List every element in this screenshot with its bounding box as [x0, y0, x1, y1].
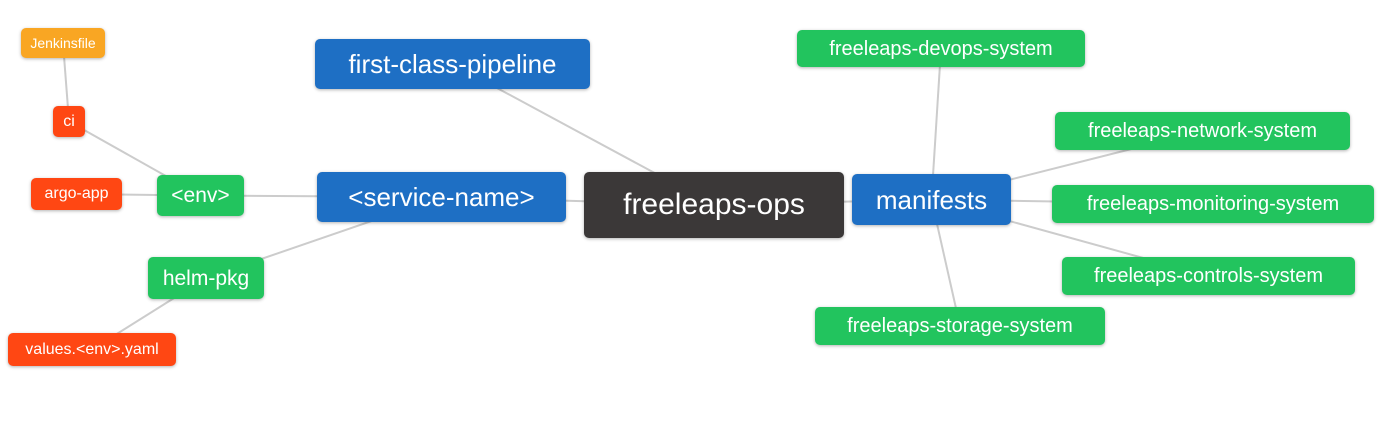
node-label: freeleaps-devops-system — [829, 37, 1053, 60]
node-label: freeleaps-controls-system — [1094, 265, 1323, 287]
node-freeleaps-monitoring-system[interactable]: freeleaps-monitoring-system — [1052, 185, 1374, 223]
node-label: ci — [63, 112, 75, 130]
node-label: <env> — [171, 184, 230, 207]
node-ci[interactable]: ci — [53, 106, 85, 137]
node-freeleaps-devops-system[interactable]: freeleaps-devops-system — [797, 30, 1085, 67]
node-argo-app[interactable]: argo-app — [31, 178, 122, 210]
node-label: Jenkinsfile — [30, 35, 96, 51]
node-label: first-class-pipeline — [348, 49, 557, 79]
node-freeleaps-ops[interactable]: freeleaps-ops — [584, 172, 844, 238]
node-label: helm-pkg — [162, 266, 250, 290]
node-label: argo-app — [44, 185, 109, 202]
node-helm-pkg[interactable]: helm-pkg — [148, 257, 264, 299]
node-jenkinsfile[interactable]: Jenkinsfile — [21, 28, 105, 58]
node-label: freeleaps-ops — [623, 188, 805, 221]
node-values-env-yaml[interactable]: values.<env>.yaml — [8, 333, 176, 366]
node-freeleaps-network-system[interactable]: freeleaps-network-system — [1055, 112, 1350, 150]
node-service-name[interactable]: <service-name> — [317, 172, 566, 222]
node-label: <service-name> — [348, 182, 535, 212]
node-label: values.<env>.yaml — [25, 340, 159, 358]
node-label: manifests — [875, 184, 988, 215]
node-first-class-pipeline[interactable]: first-class-pipeline — [315, 39, 590, 89]
node-manifests[interactable]: manifests — [852, 174, 1011, 225]
node-env[interactable]: <env> — [157, 175, 244, 216]
node-label: freeleaps-monitoring-system — [1086, 193, 1340, 215]
node-freeleaps-controls-system[interactable]: freeleaps-controls-system — [1062, 257, 1355, 295]
node-label: freeleaps-storage-system — [847, 315, 1073, 337]
node-freeleaps-storage-system[interactable]: freeleaps-storage-system — [815, 307, 1105, 345]
node-label: freeleaps-network-system — [1088, 120, 1317, 142]
